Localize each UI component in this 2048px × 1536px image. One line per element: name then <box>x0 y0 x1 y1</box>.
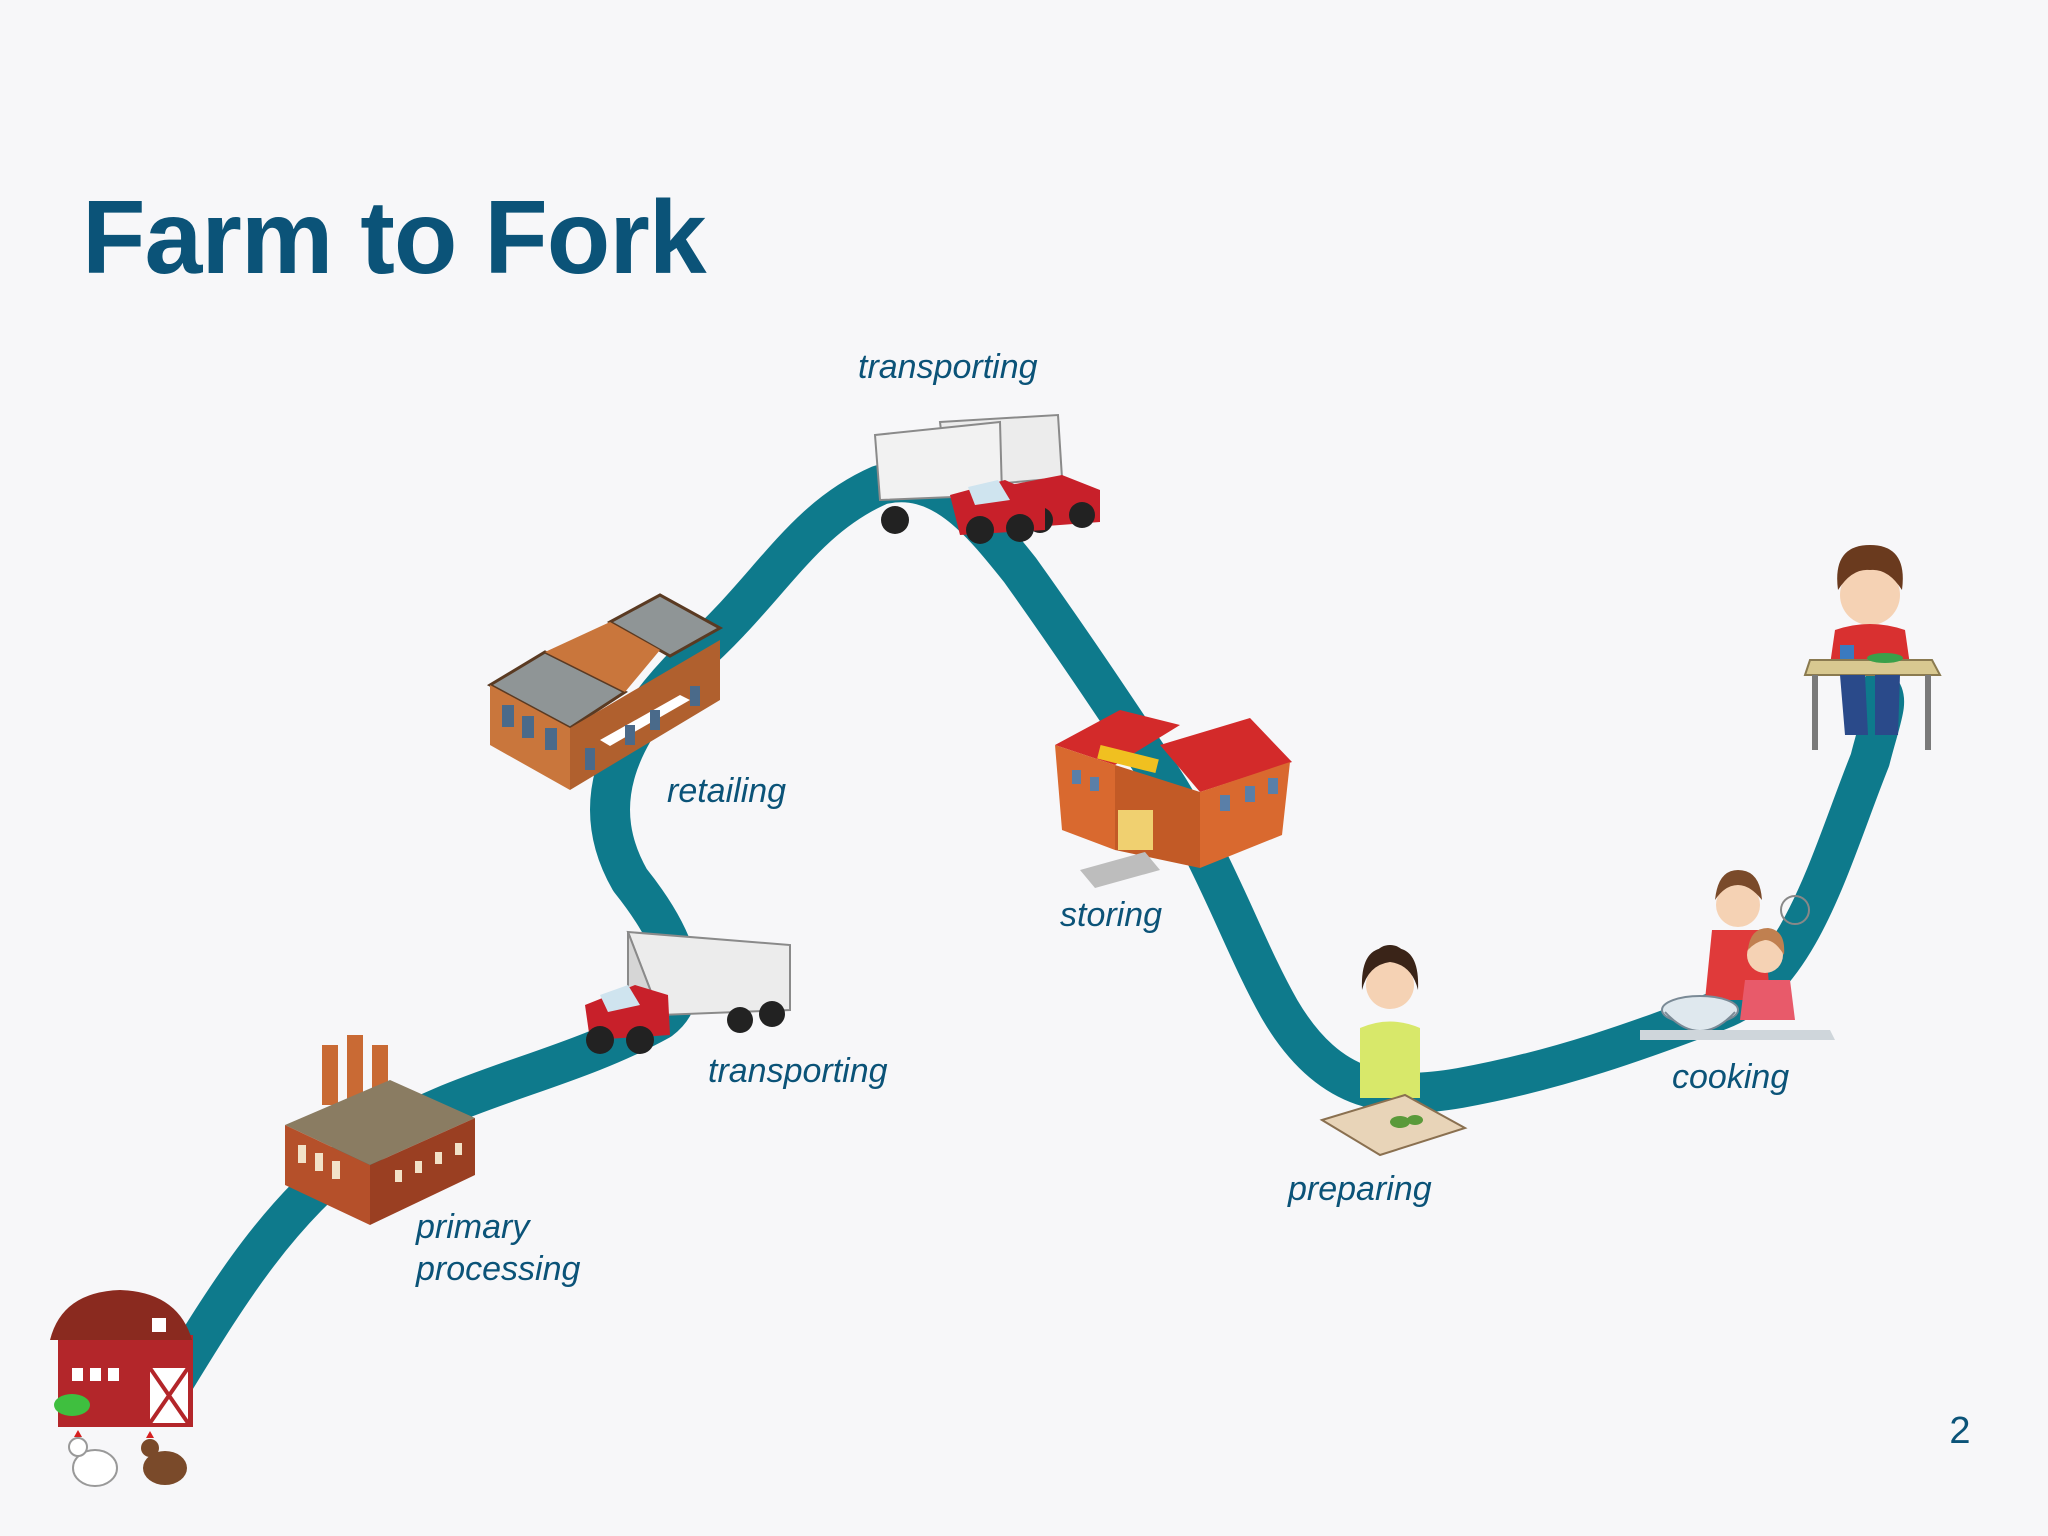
factory-icon <box>285 1035 475 1225</box>
slide-title: Farm to Fork <box>82 180 707 296</box>
label-storing: storing <box>1060 896 1162 934</box>
truck-icon <box>585 930 791 1054</box>
page-number: 2 <box>1949 1410 1971 1452</box>
barn-roof <box>50 1290 192 1340</box>
store-icon <box>486 593 724 790</box>
school-icon <box>1055 710 1292 888</box>
label-processing: processing <box>415 1250 581 1288</box>
label-transporting-2: transporting <box>858 348 1038 386</box>
cooks-icon <box>1640 870 1835 1040</box>
label-cooking: cooking <box>1672 1058 1789 1096</box>
woman-chopping-icon <box>1319 945 1468 1157</box>
trucks-icon <box>873 413 1100 544</box>
label-transporting-1: transporting <box>708 1052 888 1090</box>
label-preparing: preparing <box>1287 1170 1432 1208</box>
boy-eating-icon <box>1803 545 1942 750</box>
barn-icon <box>50 1290 193 1487</box>
label-primary: primary <box>415 1208 531 1246</box>
label-retailing: retailing <box>667 772 786 810</box>
